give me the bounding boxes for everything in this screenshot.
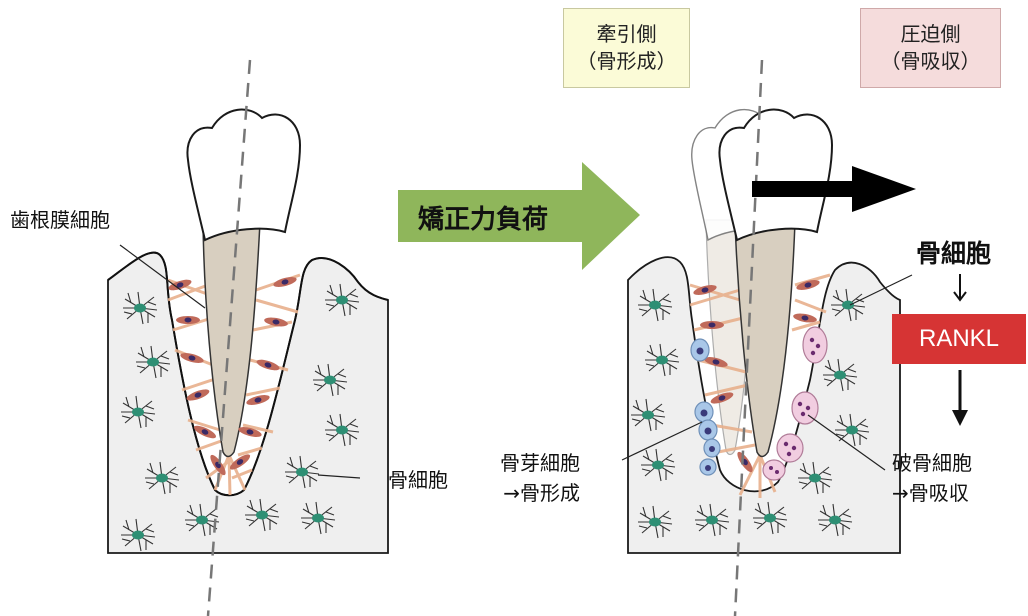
left-tooth-root: [203, 222, 260, 457]
compression-side-box: 圧迫側 （骨吸収）: [860, 8, 1001, 88]
right-tooth-crown: [719, 110, 832, 240]
osteoclast-label-line1: 破骨細胞: [892, 448, 972, 478]
rankl-box: RANKL: [892, 314, 1026, 364]
force-label: 矯正力負荷: [418, 199, 548, 236]
osteocyte-label-right: 骨細胞: [916, 234, 991, 270]
tension-side-title: 牽引側: [564, 21, 689, 48]
right-tooth-root: [735, 222, 795, 457]
right-tooth-illustration: [622, 60, 912, 616]
down-arrow-icon: [954, 274, 966, 300]
osteoblast-label: 骨芽細胞 →骨形成: [500, 448, 580, 508]
osteoclast-label: 破骨細胞 →骨吸収: [892, 448, 972, 508]
osteoclast-label-line2: →骨吸収: [892, 478, 972, 508]
compression-side-subtitle: （骨吸収）: [861, 48, 1000, 75]
osteocyte-label-left: 骨細胞: [388, 464, 448, 493]
osteoblast-label-line2: →骨形成: [500, 478, 580, 508]
pdl-cell-label: 歯根膜細胞: [10, 204, 110, 233]
left-tooth-illustration: [108, 60, 388, 616]
tension-side-box: 牽引側 （骨形成）: [563, 8, 690, 88]
compression-side-title: 圧迫側: [861, 21, 1000, 48]
tension-side-subtitle: （骨形成）: [564, 48, 689, 75]
osteoblast-label-line1: 骨芽細胞: [500, 448, 580, 478]
down-arrow-icon: [952, 370, 968, 426]
